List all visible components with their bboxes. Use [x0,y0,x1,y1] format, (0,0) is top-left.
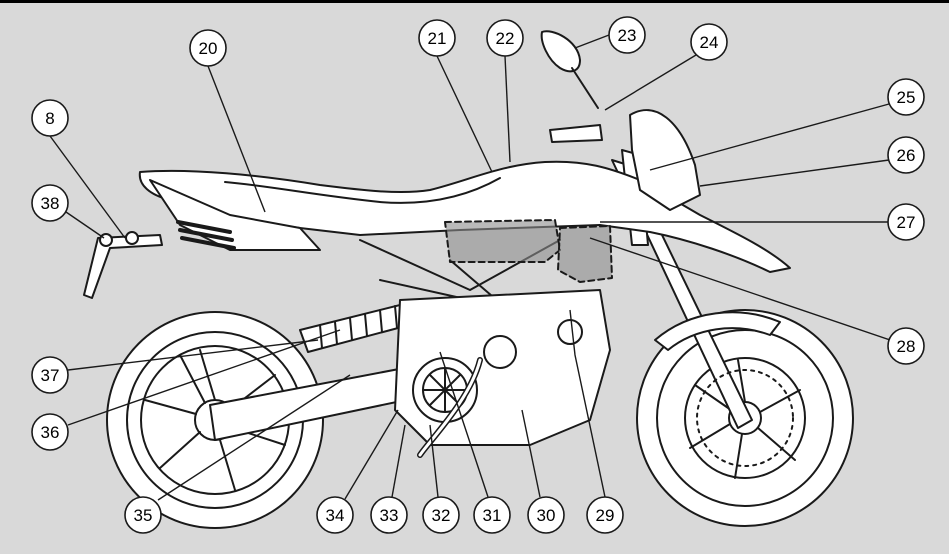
callout-number: 21 [428,29,447,48]
callout-circle [887,203,925,241]
callout-circle [31,413,69,451]
callout-number: 38 [41,194,60,213]
leader-line-38 [65,211,105,239]
callout-circle [418,19,456,57]
front-fender [654,311,781,351]
leader-line-22 [504,55,511,163]
leader-line-32 [429,424,439,498]
leader-line-24 [604,54,697,111]
leader-line-28 [589,237,891,341]
callout-29: 29 [586,496,624,534]
leader-line-21 [436,55,493,173]
callout-20: 20 [189,29,227,67]
leader-line-35 [157,374,351,501]
callout-24: 24 [690,23,728,61]
callout-number: 8 [45,109,54,128]
callout-25: 25 [887,78,925,116]
leader-line-20 [207,65,266,213]
callout-circle [486,19,524,57]
callout-circle [887,327,925,365]
leader-line-25 [649,103,890,171]
callout-circle [473,496,511,534]
callout-30: 30 [527,496,565,534]
callout-number: 25 [897,88,916,107]
leader-line-23 [574,34,610,49]
callout-circle [189,29,227,67]
callout-circle [124,496,162,534]
callout-number: 24 [700,33,719,52]
callout-number: 22 [496,29,515,48]
callout-number: 30 [537,506,556,525]
top-border [0,0,949,3]
callout-circle [316,496,354,534]
callout-number: 26 [897,146,916,165]
callout-circle [586,496,624,534]
callout-21: 21 [418,19,456,57]
callout-leader-lines [49,34,891,501]
callout-26: 26 [887,136,925,174]
callout-circle [690,23,728,61]
leader-line-34 [344,409,399,500]
leader-line-30 [521,409,541,498]
plate-holder [83,234,163,299]
callout-circle [887,136,925,174]
leader-line-26 [699,159,890,187]
callout-31: 31 [473,496,511,534]
callout-38: 38 [31,184,69,222]
callout-number: 27 [897,213,916,232]
callout-circle [608,16,646,54]
callout-circle [31,99,69,137]
leader-line-33 [391,424,406,498]
callout-markers: 8 20 21 22 23 24 25 26 27 28 29 30 31 32 33 34 35 36 37 38 [31,16,925,534]
leader-line-29 [569,309,606,498]
callout-33: 33 [370,496,408,534]
callout-circle [31,356,69,394]
leader-line-37 [67,339,319,371]
callout-number: 23 [618,26,637,45]
callout-8: 8 [31,99,69,137]
callout-circle [31,184,69,222]
callout-circle [887,78,925,116]
callout-37: 37 [31,356,69,394]
callout-number: 28 [897,337,916,356]
callout-number: 20 [199,39,218,58]
callout-34: 34 [316,496,354,534]
callout-number: 37 [41,366,60,385]
handlebar [549,124,603,143]
callout-number: 33 [380,506,399,525]
callout-number: 36 [41,423,60,442]
callout-36: 36 [31,413,69,451]
callout-28: 28 [887,327,925,365]
callout-35: 35 [124,496,162,534]
callout-number: 35 [134,506,153,525]
leader-line-36 [67,329,341,426]
callout-number: 31 [483,506,502,525]
callout-circle [422,496,460,534]
headlight-fairing [629,109,701,211]
mirror [540,30,581,73]
callout-circle [527,496,565,534]
callout-number: 32 [432,506,451,525]
fuel-tank-area [444,219,561,263]
leader-line-31 [439,351,489,498]
leader-line-8 [49,135,126,239]
callout-32: 32 [422,496,460,534]
callout-circle [370,496,408,534]
callout-number: 34 [326,506,345,525]
callout-23: 23 [608,16,646,54]
callout-27: 27 [887,203,925,241]
callout-22: 22 [486,19,524,57]
callout-number: 29 [596,506,615,525]
motorcycle-illustration [83,30,854,529]
